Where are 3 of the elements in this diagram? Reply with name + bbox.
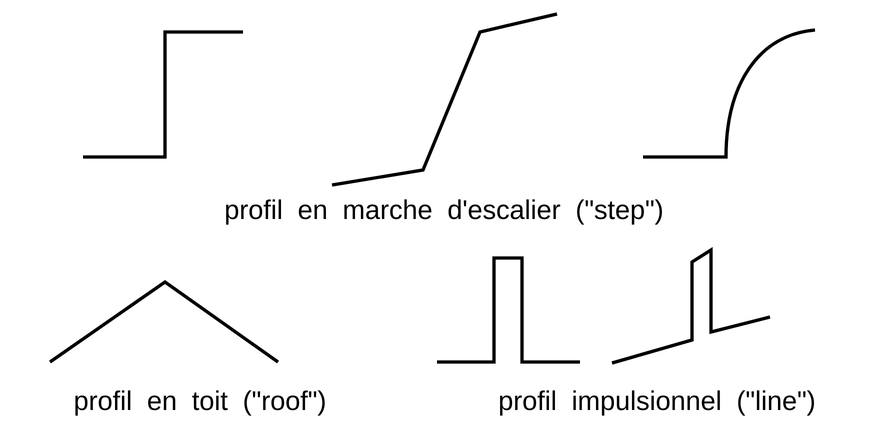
caption: profil en toit ("roof") xyxy=(75,390,325,416)
caption: profil impulsionnel ("line") xyxy=(500,390,814,416)
caption: profil en marche d'escalier ("step") xyxy=(226,199,662,225)
